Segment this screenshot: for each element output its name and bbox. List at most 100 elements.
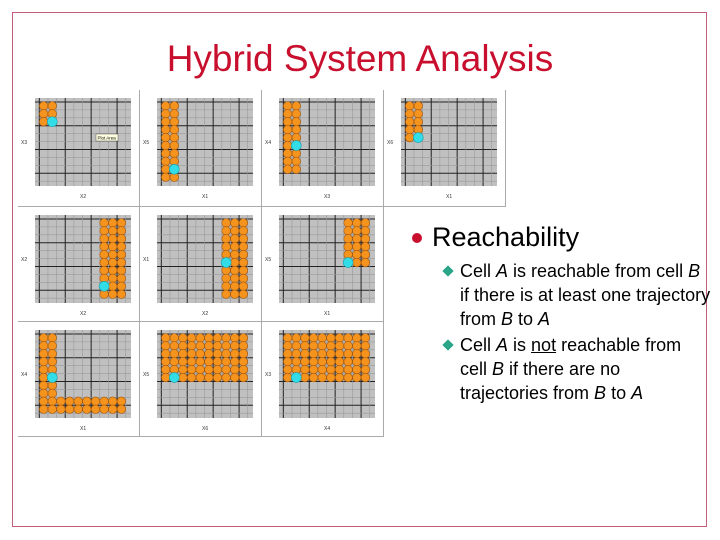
reachable-cell-marker xyxy=(64,404,75,414)
initial-cell-marker xyxy=(46,116,58,128)
reachable-cell-marker xyxy=(108,273,118,283)
text: A xyxy=(496,335,509,355)
reachable-cell-marker xyxy=(108,404,118,414)
y-axis-label: X5 xyxy=(143,372,149,378)
x-axis-label: X6 xyxy=(202,426,208,432)
reachable-cell-marker xyxy=(204,349,214,359)
text: Cell xyxy=(460,261,497,281)
reachable-cell-marker xyxy=(47,388,57,398)
y-axis-label: X3 xyxy=(21,140,27,146)
reachable-cell-marker xyxy=(291,357,301,367)
reachable-cell-marker xyxy=(283,349,293,359)
reachable-cell-marker xyxy=(47,341,57,351)
reachable-cell-marker xyxy=(308,372,319,383)
reachable-cell-marker xyxy=(291,349,301,359)
reachable-cell-marker xyxy=(169,357,179,367)
reachable-cell-marker xyxy=(230,226,240,236)
reachable-cell-marker xyxy=(47,357,57,367)
reachable-cell-marker xyxy=(238,265,248,276)
x-axis-label: X2 xyxy=(80,311,86,317)
reachable-cell-marker xyxy=(238,218,248,228)
reachable-cell-marker xyxy=(230,249,240,260)
reachable-cell-marker xyxy=(39,333,49,343)
reachable-cell-marker xyxy=(326,372,336,383)
reachable-cell-marker xyxy=(317,364,327,375)
reachable-cell-marker xyxy=(352,364,362,375)
reachable-cell-marker xyxy=(169,101,179,111)
reachable-cell-marker xyxy=(308,364,319,375)
reachable-cell-marker xyxy=(360,218,370,228)
reachable-cell-marker xyxy=(221,349,231,359)
reachable-cell-marker xyxy=(82,404,92,414)
reachable-cell-marker xyxy=(283,117,293,127)
reachable-cell-marker xyxy=(352,357,362,367)
initial-cell-marker xyxy=(290,372,302,383)
reachable-cell-marker xyxy=(343,234,353,244)
reachable-cell-marker xyxy=(47,396,57,406)
text: B xyxy=(594,383,607,403)
reachable-cell-marker xyxy=(195,372,205,383)
reachable-cell-marker xyxy=(352,242,362,252)
reachable-cell-marker xyxy=(99,257,109,268)
x-axis-label: X2 xyxy=(80,194,86,200)
reachable-cell-marker xyxy=(108,289,118,299)
reachable-cell-marker xyxy=(230,289,240,299)
reachable-cell-marker xyxy=(230,257,240,268)
reachable-cell-marker xyxy=(212,341,223,351)
sub-bullet-not-reachable: Cell A is not reachable from cell B if t… xyxy=(412,333,712,405)
reachable-cell-marker xyxy=(221,357,231,367)
reachable-cell-marker xyxy=(360,341,370,351)
reachable-cell-marker xyxy=(221,226,231,236)
reachable-cell-marker xyxy=(308,349,319,359)
reachable-cell-marker xyxy=(186,364,197,375)
reachable-cell-marker xyxy=(230,364,240,375)
text: to xyxy=(513,309,539,329)
reachable-cell-marker xyxy=(99,234,109,244)
reachable-cell-marker xyxy=(317,349,327,359)
reachable-cell-marker xyxy=(360,249,370,260)
reachable-cell-marker xyxy=(300,357,310,367)
reachable-cell-marker xyxy=(238,357,248,367)
reachable-cell-marker xyxy=(108,257,118,268)
reachable-cell-marker xyxy=(116,234,126,244)
reachable-cell-marker xyxy=(178,364,188,375)
reachable-cell-marker xyxy=(221,372,231,383)
y-axis-label: X2 xyxy=(21,257,27,263)
text: A xyxy=(538,309,551,329)
reachable-cell-marker xyxy=(161,341,171,351)
reachable-cell-marker xyxy=(204,372,214,383)
reachable-cell-marker xyxy=(230,218,240,228)
reachable-cell-marker xyxy=(230,341,240,351)
reachable-cell-marker xyxy=(161,148,171,159)
text: B xyxy=(688,261,701,281)
reachable-cell-marker xyxy=(195,364,205,375)
reachable-cell-marker xyxy=(317,333,327,343)
reachable-cell-marker xyxy=(195,333,205,343)
reachable-cell-marker xyxy=(283,148,293,159)
reachable-cell-marker xyxy=(334,364,345,375)
reachable-cell-marker xyxy=(39,396,49,406)
reachable-cell-marker xyxy=(238,281,248,291)
initial-cell-marker xyxy=(168,372,180,383)
reachable-cell-marker xyxy=(283,333,293,343)
reachable-cell-marker xyxy=(291,164,301,174)
reachable-cell-marker xyxy=(334,357,345,367)
reachable-cell-marker xyxy=(169,333,179,343)
reachable-cell-marker xyxy=(308,333,319,343)
reachable-cell-marker xyxy=(161,349,171,359)
sub-bullet-reachable: Cell A is reachable from cell B if there… xyxy=(412,259,712,331)
reachable-cell-marker xyxy=(39,109,49,119)
reachable-cell-marker xyxy=(99,226,109,236)
reachable-cell-marker xyxy=(343,364,353,375)
reachable-cell-marker xyxy=(169,140,179,151)
reachable-cell-marker xyxy=(360,364,370,375)
reachable-cell-marker xyxy=(186,349,197,359)
